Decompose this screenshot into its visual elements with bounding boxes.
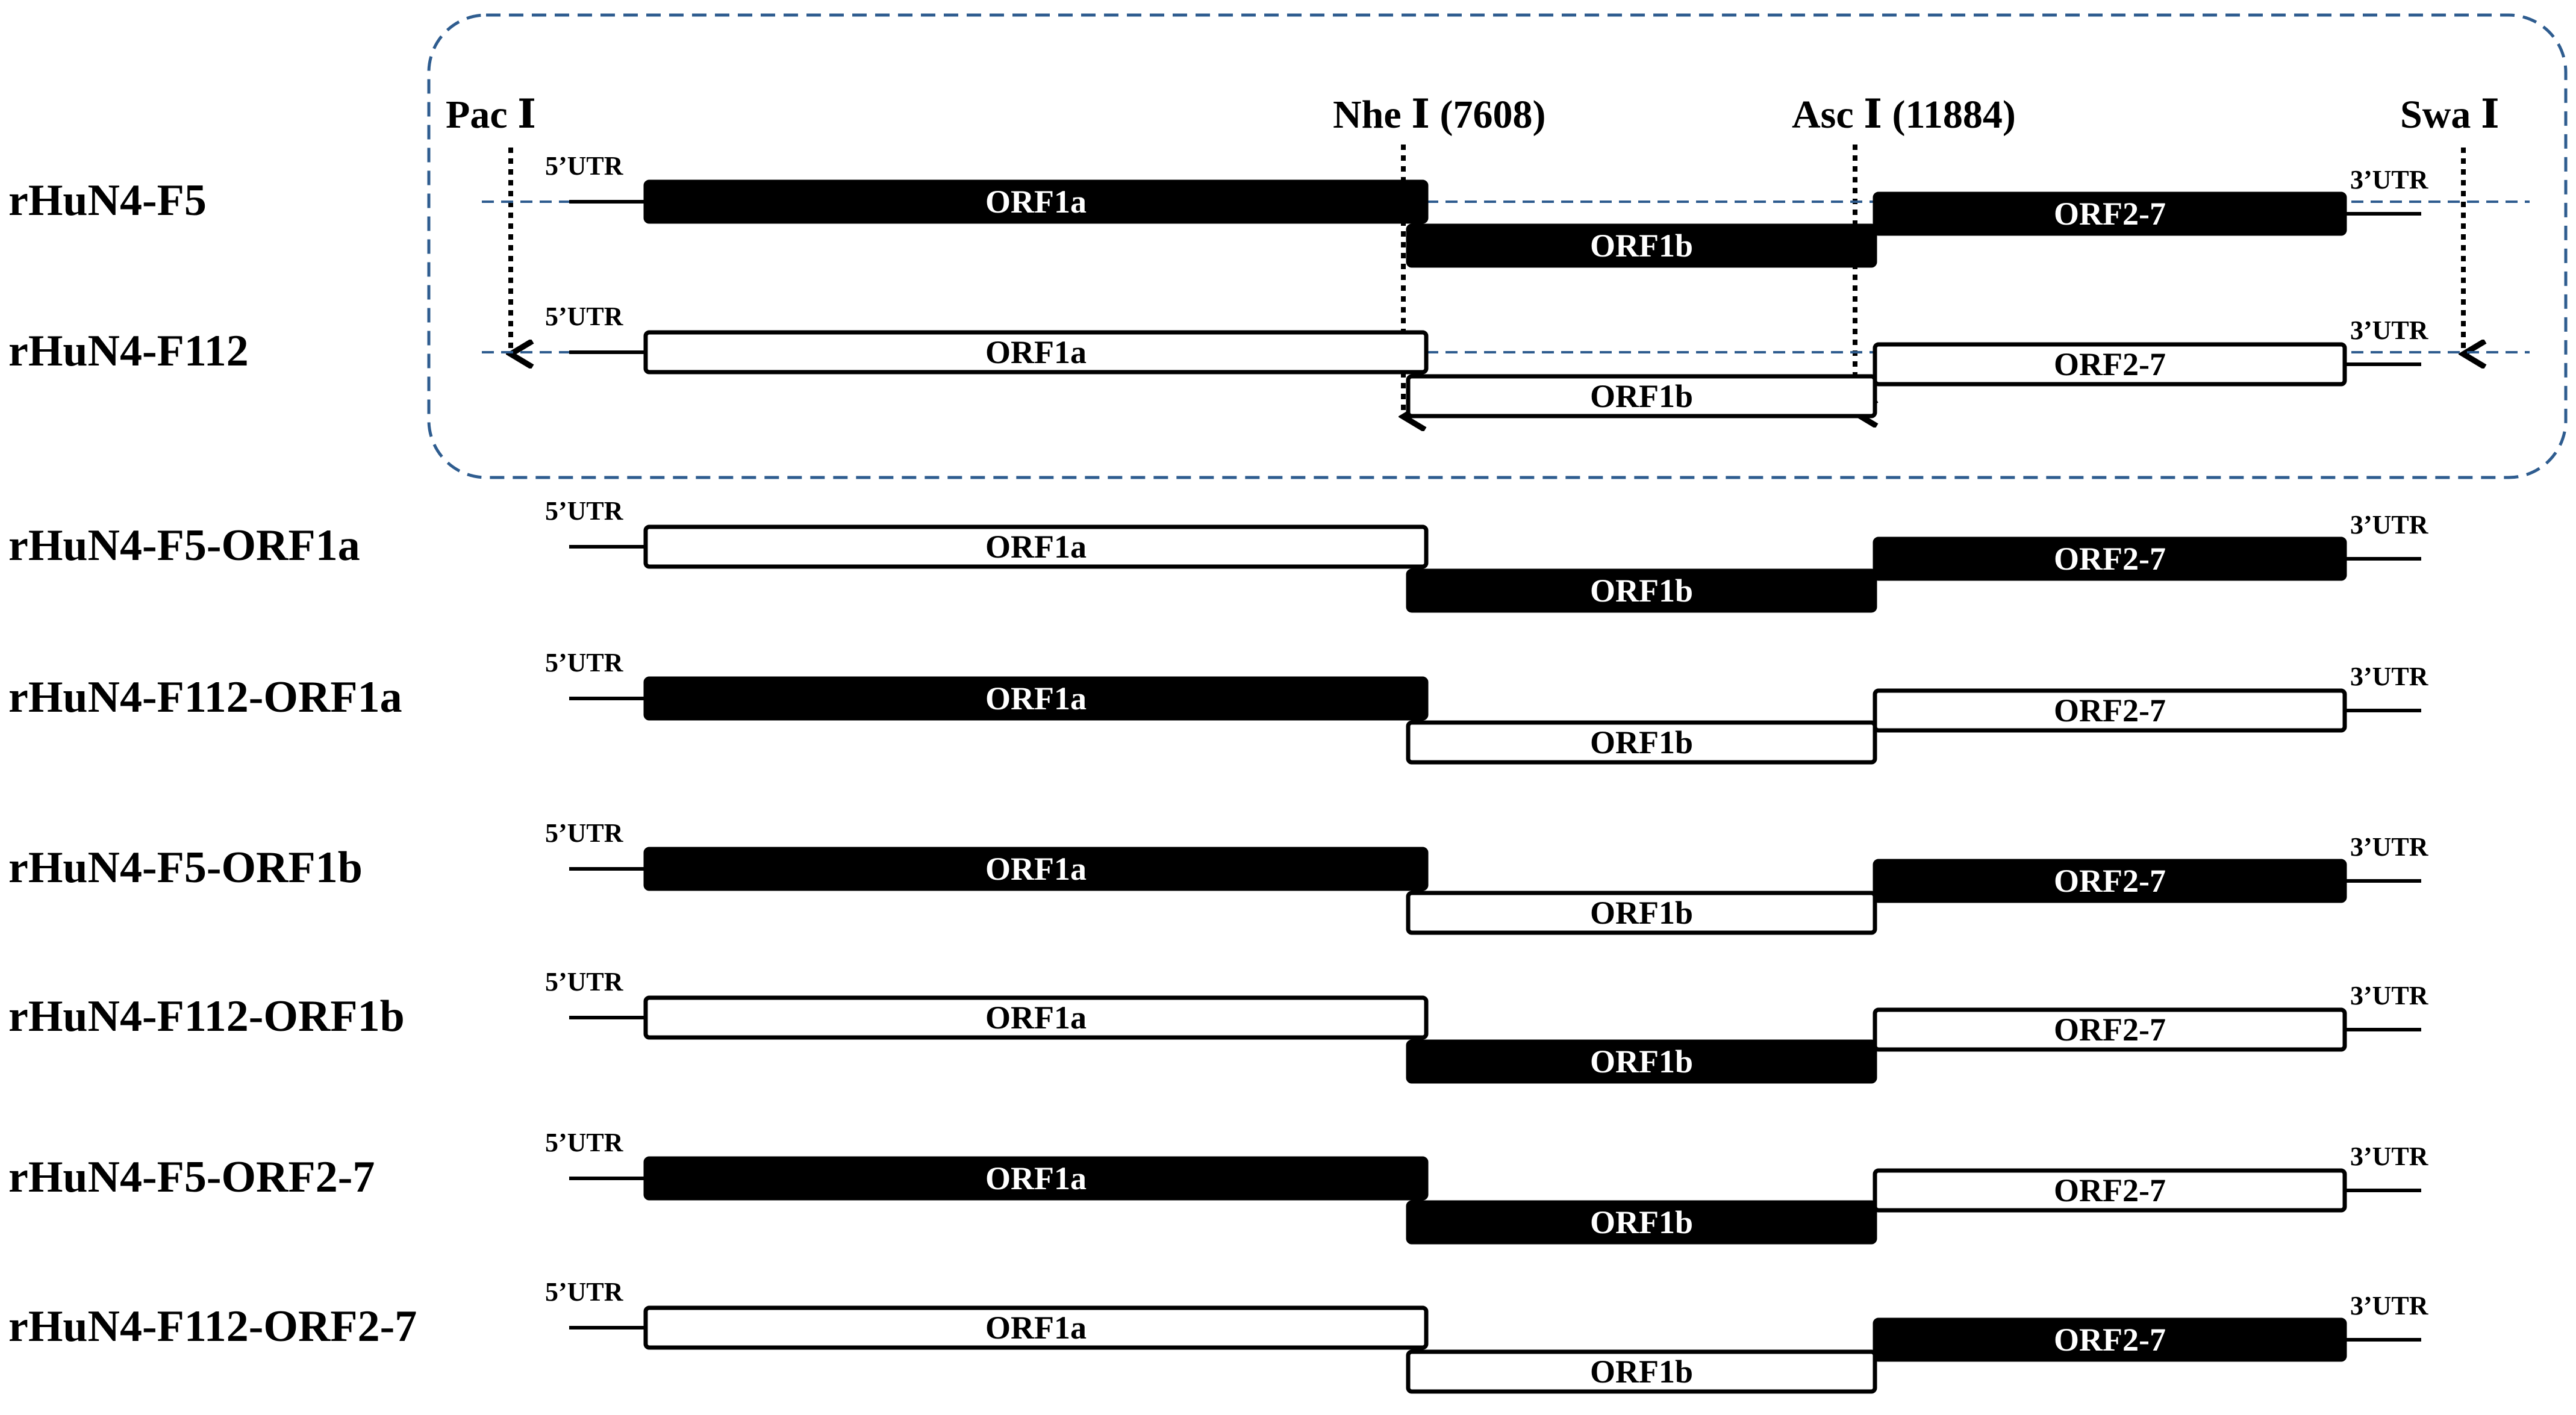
orf-segment-label: ORF1a	[985, 851, 1087, 887]
orf-segment-label: ORF1b	[1590, 1354, 1693, 1390]
five-utr-label: 5’UTR	[545, 1128, 624, 1157]
orf-segment-label: ORF2-7	[2054, 196, 2166, 232]
orf-segment-label: ORF2-7	[2054, 1172, 2166, 1208]
orf-segment-label: ORF2-7	[2054, 1322, 2166, 1358]
orf-segment-orf1b-f112	[1406, 1349, 1877, 1394]
orf-segment-orf1b-f5	[1406, 1200, 1877, 1245]
construct-rows: rHuN4-F55’UTRORF1aORF1bORF2-73’UTRrHuN4-…	[8, 151, 2530, 1394]
orf-segment-label: ORF1a	[985, 1000, 1087, 1036]
orf-segment-label: ORF1b	[1590, 228, 1693, 264]
five-utr-label: 5’UTR	[545, 1277, 624, 1307]
orf-segment-label: ORF1b	[1590, 573, 1693, 609]
three-utr-label: 3’UTR	[2350, 981, 2429, 1010]
orf-segment-label: ORF2-7	[2054, 1012, 2166, 1048]
three-utr-label: 3’UTR	[2350, 662, 2429, 691]
nhe-site-label: Nhe Ⅰ (7608)	[1333, 93, 1546, 137]
three-utr-label: 3’UTR	[2350, 832, 2429, 862]
orf-segment-label: ORF1a	[985, 1310, 1087, 1346]
orf-segment-orf1a-f112	[643, 330, 1429, 375]
orf-segment-orf1a-f5	[643, 179, 1429, 224]
swa-site-label: Swa Ⅰ	[2400, 93, 2500, 137]
parental-constructs-box	[427, 13, 2568, 479]
orf-segment-orf1a-f112	[643, 995, 1429, 1040]
orf-segment-label: ORF2-7	[2054, 541, 2166, 577]
five-utr-label: 5’UTR	[545, 967, 624, 997]
construct-name: rHuN4-F112-ORF1a	[8, 673, 402, 722]
construct-name: rHuN4-F112	[8, 326, 249, 376]
orf-segment-label: ORF1b	[1590, 1043, 1693, 1080]
three-utr-label: 3’UTR	[2350, 165, 2429, 194]
orf-segment-label: ORF1a	[985, 334, 1087, 370]
orf-segment-orf1b-f5	[1406, 223, 1877, 268]
three-utr-label: 3’UTR	[2350, 1142, 2429, 1171]
construct-name: rHuN4-F112-ORF2-7	[8, 1302, 417, 1351]
five-utr-label: 5’UTR	[545, 302, 624, 331]
asc-site-label: Asc Ⅰ (11884)	[1792, 93, 2016, 137]
orf-segment-label: ORF1a	[985, 1160, 1087, 1196]
orf-segment-orf1b-f112	[1406, 374, 1877, 418]
five-utr-label: 5’UTR	[545, 151, 624, 181]
orf-segment-label: ORF2-7	[2054, 692, 2166, 729]
orf-segment-orf1b-f5	[1406, 1039, 1877, 1084]
orf-segment-orf1b-f112	[1406, 891, 1877, 935]
orf-segment-label: ORF1a	[985, 529, 1087, 565]
construct-name: rHuN4-F112-ORF1b	[8, 992, 405, 1041]
orf-segment-orf1a-f5	[643, 847, 1429, 891]
three-utr-label: 3’UTR	[2350, 316, 2429, 345]
construct-name: rHuN4-F5-ORF1a	[8, 521, 360, 570]
five-utr-label: 5’UTR	[545, 648, 624, 677]
construct-name: rHuN4-F5-ORF1b	[8, 843, 363, 892]
orf-segment-label: ORF1b	[1590, 1204, 1693, 1240]
orf-segment-label: ORF1a	[985, 680, 1087, 717]
orf-segment-label: ORF1b	[1590, 378, 1693, 414]
orf-segment-orf1b-f5	[1406, 568, 1877, 613]
orf-segment-label: ORF1b	[1590, 724, 1693, 760]
three-utr-label: 3’UTR	[2350, 1291, 2429, 1320]
construct-name: rHuN4-F5-ORF2-7	[8, 1152, 375, 1202]
three-utr-label: 3’UTR	[2350, 510, 2429, 540]
construct-name: rHuN4-F5	[8, 176, 207, 225]
orf-segment-orf1a-f5	[643, 1156, 1429, 1201]
five-utr-label: 5’UTR	[545, 818, 624, 848]
orf-segment-orf1a-f112	[643, 1305, 1429, 1350]
orf-segment-orf1a-f112	[643, 524, 1429, 569]
pac-site-label: Pac Ⅰ	[446, 93, 536, 137]
five-utr-label: 5’UTR	[545, 496, 624, 526]
orf-segment-label: ORF2-7	[2054, 346, 2166, 382]
orf-segment-label: ORF1a	[985, 184, 1087, 220]
orf-segment-label: ORF2-7	[2054, 863, 2166, 899]
orf-segment-label: ORF1b	[1590, 895, 1693, 931]
orf-segment-orf1b-f112	[1406, 720, 1877, 765]
orf-segment-orf1a-f5	[643, 676, 1429, 721]
